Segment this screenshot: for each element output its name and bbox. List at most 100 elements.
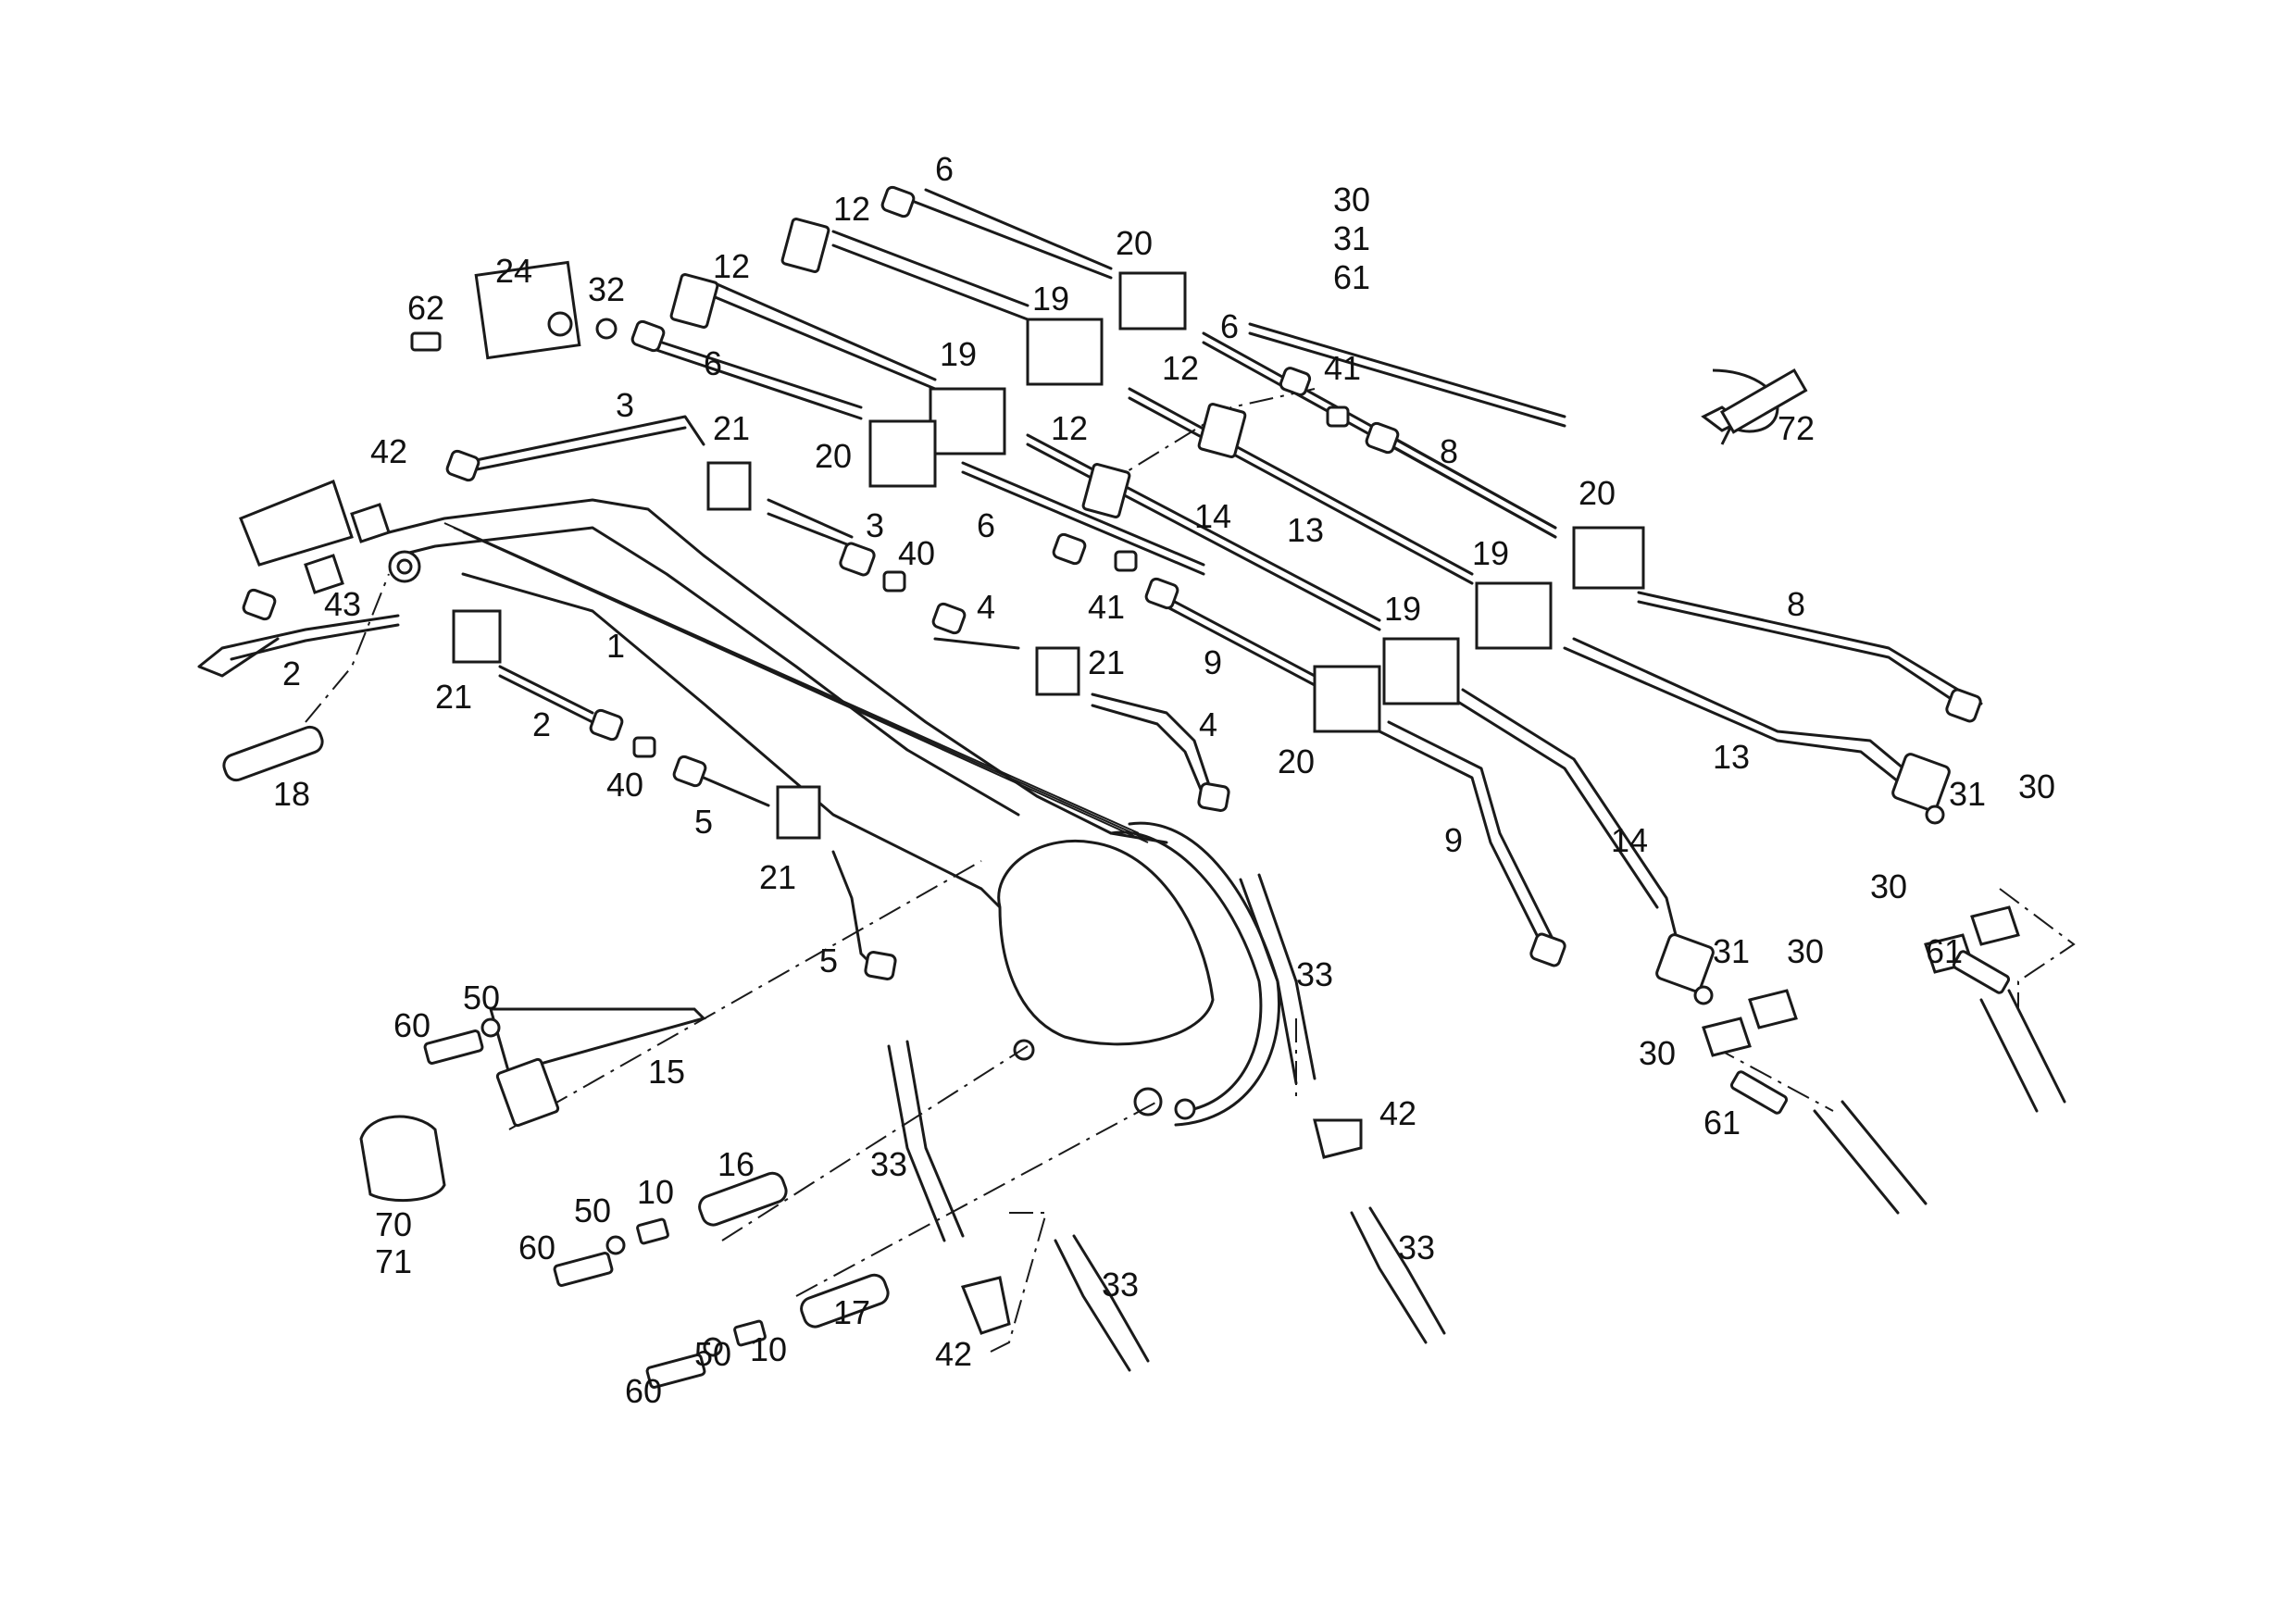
callout-6: 6 (1220, 307, 1239, 345)
callout-12: 12 (1051, 409, 1088, 447)
callout-61: 61 (1333, 258, 1370, 296)
clamp-21 (452, 609, 502, 664)
callout-31: 31 (1713, 932, 1750, 970)
callout-2: 2 (282, 655, 301, 692)
clamp-half-30 (1702, 1017, 1752, 1057)
clamp-20 (1572, 526, 1645, 590)
grip-left (1813, 1109, 1900, 1215)
seal-31 (1925, 805, 1945, 825)
callout-14: 14 (1611, 821, 1648, 859)
clamp-21 (706, 461, 752, 511)
bolt-60 (645, 1354, 706, 1389)
washer-50 (480, 1017, 501, 1038)
callout-21: 21 (435, 678, 472, 716)
callout-43: 43 (324, 585, 361, 623)
callout-12: 12 (833, 190, 870, 228)
pulley-housing (997, 840, 1215, 1046)
callout-10: 10 (750, 1330, 787, 1368)
callout-12: 12 (713, 247, 750, 285)
callout-61: 61 (1703, 1104, 1741, 1142)
callout-14: 14 (1194, 497, 1231, 535)
callout-3: 3 (866, 506, 884, 544)
callout-3: 3 (616, 386, 634, 424)
fitting-42 (350, 503, 391, 543)
callout-17: 17 (833, 1293, 870, 1331)
fittings (242, 185, 1982, 980)
callout-33: 33 (1296, 955, 1333, 993)
callout-9: 9 (1444, 821, 1463, 859)
callout-20: 20 (1578, 474, 1616, 512)
callout-4: 4 (1199, 705, 1217, 743)
bracket (239, 480, 354, 567)
callout-18: 18 (273, 775, 310, 813)
callout-10: 10 (637, 1173, 674, 1211)
bolt-60 (423, 1029, 484, 1065)
callout-1: 1 (606, 627, 625, 665)
shaft-17 (800, 1273, 890, 1329)
callout-19: 19 (1472, 534, 1509, 572)
callout-19: 19 (1032, 280, 1069, 318)
clamp-21 (776, 785, 821, 840)
bolt-62 (410, 331, 442, 352)
pipe-2-short (498, 665, 594, 715)
callout-31: 31 (1333, 219, 1370, 257)
hose-33-far (1350, 1211, 1428, 1344)
callout-20: 20 (1116, 224, 1153, 262)
callout-61: 61 (1926, 932, 1963, 970)
clip-10 (733, 1319, 767, 1347)
pedal-pad (495, 1057, 560, 1128)
pipe-8-lower (1637, 591, 1983, 705)
callout-70: 70 (375, 1205, 412, 1243)
tee-42 (960, 1276, 1011, 1335)
callout-50: 50 (574, 1192, 611, 1229)
pipe-6-right (1248, 322, 1566, 418)
pipe-3 (461, 415, 705, 465)
callout-30: 30 (2018, 767, 2055, 805)
shaft-16 (698, 1171, 788, 1227)
callout-6: 6 (935, 150, 954, 188)
callout-33: 33 (870, 1145, 907, 1183)
pipe-6-mid (961, 461, 1205, 567)
callout-16: 16 (718, 1145, 755, 1183)
hose-33-lower (1054, 1239, 1131, 1372)
pipe-2-left (197, 614, 400, 678)
callout-60: 60 (393, 1006, 430, 1044)
pipe-13-lower (1572, 637, 1928, 789)
main-arm-part-1 (387, 498, 1280, 1127)
callout-6: 6 (704, 344, 722, 382)
callout-20: 20 (1278, 742, 1315, 780)
callout-21: 21 (759, 858, 796, 896)
callout-15: 15 (648, 1053, 685, 1091)
callout-62: 62 (407, 289, 444, 327)
callout-41: 41 (1088, 588, 1125, 626)
bolt-60 (553, 1252, 614, 1287)
callout-labels: 6 12 20 30 31 61 24 32 62 12 19 6 41 12 … (273, 150, 2055, 1410)
pipe-12-long (1026, 433, 1381, 622)
callout-41: 41 (1324, 349, 1361, 387)
clamp-20 (1313, 665, 1381, 733)
callout-42: 42 (935, 1335, 972, 1373)
callout-5: 5 (694, 803, 713, 841)
pipe-3-short (767, 498, 854, 539)
pipe-6-upper (905, 197, 1113, 280)
callout-50: 50 (694, 1335, 731, 1373)
callout-33: 33 (1398, 1229, 1435, 1266)
clamp-19 (1026, 318, 1104, 386)
seal-31 (1693, 985, 1714, 1005)
callout-72: 72 (1778, 409, 1815, 447)
callout-19: 19 (940, 335, 977, 373)
callout-9: 9 (1204, 643, 1222, 681)
callout-2: 2 (532, 705, 551, 743)
callout-30: 30 (1333, 181, 1370, 218)
clamp-21 (1035, 646, 1080, 696)
hose-33-right (1239, 878, 1298, 1085)
callout-20: 20 (815, 437, 852, 475)
callout-60: 60 (625, 1372, 662, 1410)
callout-40: 40 (898, 534, 935, 572)
washer-32 (595, 318, 618, 340)
clamp-19 (929, 387, 1006, 455)
callout-5: 5 (819, 942, 838, 979)
callout-8: 8 (1440, 432, 1458, 470)
callout-31: 31 (1949, 775, 1986, 813)
